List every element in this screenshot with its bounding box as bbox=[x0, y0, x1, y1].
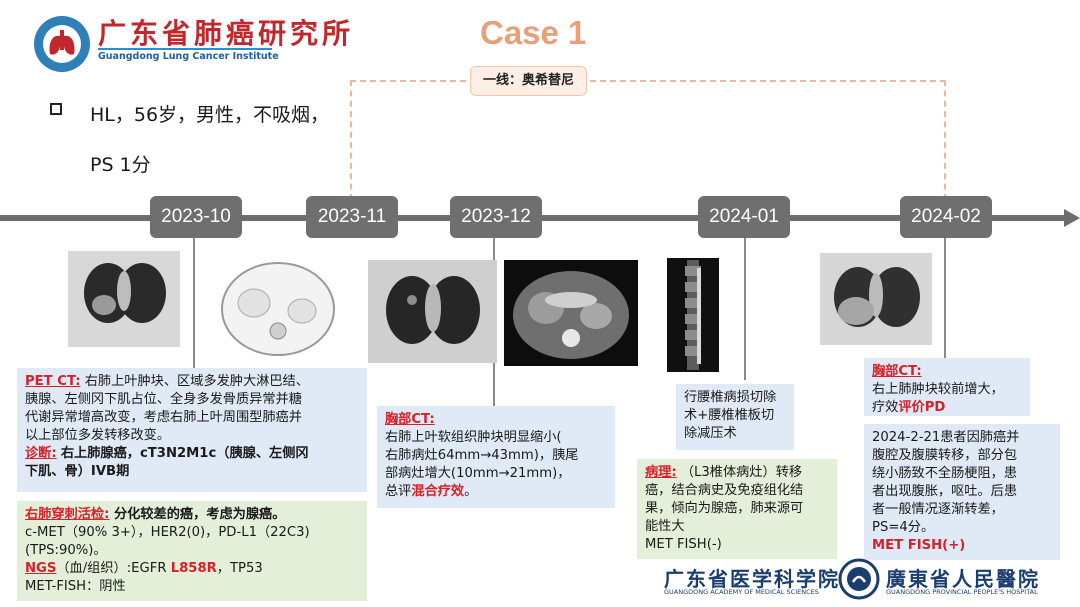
ct-chest-scan-2024-02 bbox=[820, 253, 932, 345]
institute-name-en: Guangdong Lung Cancer Institute bbox=[98, 51, 279, 62]
pet-ct-line-1: 胰腺、左侧冈下肌占位、全身多发骨质异常并糖 bbox=[25, 392, 302, 407]
mixed-response-label: 混合疗效 bbox=[411, 484, 465, 499]
biopsy-line-2: c-MET（90% 3+），HER2(0)，PD-L1（22C3) bbox=[25, 525, 310, 540]
pet-ct-label: PET CT: bbox=[25, 374, 81, 389]
case-title: Case 1 bbox=[480, 14, 587, 51]
chest-ct-2024-02-box: 胸部CT: 右上肺肿块较前增大， 疗效评价PD bbox=[864, 358, 1030, 416]
chest-ct-1-tail-prefix: 总评 bbox=[385, 484, 412, 499]
chest-ct-1-line-2: 部病灶增大(10mm→21mm)， bbox=[385, 466, 571, 481]
followup-line-1: 腹腔及腹膜转移，部分包 bbox=[872, 448, 1018, 463]
academy-name-cn: 广东省医学科学院 bbox=[664, 567, 840, 591]
diagnosis-text-1: 右上肺腺癌，cT3N2M1c（胰腺、左侧冈 bbox=[60, 446, 309, 461]
pathology-line-1: 果，倾向为腺癌，肺来源可 bbox=[645, 501, 804, 516]
pd-evaluation: 评价PD bbox=[898, 400, 946, 415]
pet-ct-line-0: 右肺上叶肿块、区域多发肿大淋巴结、 bbox=[84, 374, 309, 389]
date-2024-02: 2024-02 bbox=[900, 196, 992, 238]
followup-line-3: 者出现腹胀，呕吐。后患 bbox=[872, 484, 1018, 499]
followup-met-fish: MET FISH(+) bbox=[872, 538, 966, 553]
chest-ct-2-line-1: 右上肺肿块较前增大， bbox=[872, 382, 1004, 397]
chest-ct-label-2: 胸部CT: bbox=[872, 364, 922, 379]
ngs-text: （血/组织）:EGFR bbox=[56, 561, 171, 576]
pet-ct-abdomen-scan bbox=[214, 253, 342, 365]
lung-logo-icon bbox=[37, 19, 87, 69]
biopsy-line-3: (TPS:90%)。 bbox=[25, 543, 107, 558]
biopsy-findings-box: 右肺穿刺活检: 分化较差的癌，考虑为腺癌。 c-MET（90% 3+），HER2… bbox=[17, 501, 367, 601]
institute-name-cn: 广东省肺癌研究所 bbox=[98, 17, 355, 50]
diagnosis-text-2: 下肌、骨）IVB期 bbox=[25, 464, 130, 479]
academy-name-en: GUANGDONG ACADEMY OF MEDICAL SCIENCES bbox=[664, 588, 819, 596]
surgery-box: 行腰椎病损切除 术+腰椎椎板切 除减压术 bbox=[676, 384, 794, 450]
hospital-logo-icon bbox=[838, 558, 880, 600]
patient-info-line1: HL，56岁，男性，不吸烟， bbox=[90, 104, 330, 126]
checkbox-bullet-icon bbox=[50, 103, 62, 115]
patient-info-line2: PS 1分 bbox=[90, 154, 151, 176]
chest-ct-1-line-0: 右肺上叶软组织肿块明显缩小( bbox=[385, 430, 562, 445]
ct-chest-scan-2023-12 bbox=[368, 260, 497, 363]
pathology-label: 病理: bbox=[645, 465, 677, 480]
date-2023-12: 2023-12 bbox=[450, 196, 542, 238]
pathology-first: （L3椎体病灶）转移 bbox=[676, 465, 803, 480]
institute-logo bbox=[34, 16, 90, 72]
pet-ct-findings-box: PET CT: 右肺上叶肿块、区域多发肿大淋巴结、 胰腺、左侧冈下肌占位、全身多… bbox=[17, 368, 367, 492]
followup-line-4: 者一般情况逐渐转差， bbox=[872, 502, 1004, 517]
pathology-line-2: 能性大 bbox=[645, 519, 685, 534]
chest-ct-1-line-1: 右肺病灶64mm→43mm)，胰尾 bbox=[385, 448, 579, 463]
met-fish-result: MET-FISH：阴性 bbox=[25, 579, 126, 594]
connector-2024-01 bbox=[744, 238, 746, 380]
connector-2024-02 bbox=[944, 238, 946, 358]
hospital-name-en: GUANGDONG PROVINCIAL PEOPLE'S HOSPITAL bbox=[886, 588, 1038, 596]
chest-ct-1-tail-suffix: 。 bbox=[464, 484, 478, 499]
surgery-line-0: 行腰椎病损切除 bbox=[684, 390, 777, 405]
followup-line-2: 绕小肠致不全肠梗阻，患 bbox=[872, 466, 1018, 481]
pathology-box: 病理: （L3椎体病灶）转移 癌，结合病史及免疫组化结 果，倾向为腺癌，肺来源可… bbox=[637, 459, 837, 559]
followup-box: 2024-2-21患者因肺癌并 腹腔及腹膜转移，部分包 绕小肠致不全肠梗阻，患 … bbox=[864, 424, 1060, 560]
pathology-line-0: 癌，结合病史及免疫组化结 bbox=[645, 483, 804, 498]
pathology-met-fish: MET FISH(-) bbox=[645, 537, 722, 552]
timeline-arrow-icon bbox=[1064, 209, 1080, 227]
first-line-therapy-badge: 一线：奥希替尼 bbox=[470, 66, 588, 96]
surgery-line-2: 除减压术 bbox=[684, 426, 737, 441]
ngs-tail: ，TP53 bbox=[216, 561, 263, 576]
hospital-name-cn: 廣東省人民醫院 bbox=[886, 567, 1040, 591]
date-2023-11: 2023-11 bbox=[306, 196, 398, 238]
ct-abdomen-scan-2023-12 bbox=[504, 260, 638, 366]
date-2024-01: 2024-01 bbox=[698, 196, 790, 238]
biopsy-label: 右肺穿刺活检: bbox=[25, 507, 110, 522]
ngs-mutation: L858R bbox=[170, 561, 217, 576]
first-line-therapy-bracket bbox=[350, 80, 946, 200]
date-2023-10: 2023-10 bbox=[150, 196, 242, 238]
followup-line-0: 2024-2-21患者因肺癌并 bbox=[872, 430, 1020, 445]
followup-line-5: PS=4分。 bbox=[872, 520, 935, 535]
mri-spine-scan bbox=[667, 258, 719, 372]
ct-chest-scan-2023-10 bbox=[68, 251, 180, 347]
connector-2023-10 bbox=[193, 238, 195, 368]
pet-ct-line-2: 代谢异常增高改变，考虑右肺上叶周围型肺癌并 bbox=[25, 410, 302, 425]
ngs-label: NGS bbox=[25, 561, 57, 576]
diagnosis-label: 诊断: bbox=[25, 446, 57, 461]
surgery-line-1: 术+腰椎椎板切 bbox=[684, 408, 775, 423]
chest-ct-2023-12-box: 胸部CT: 右肺上叶软组织肿块明显缩小( 右肺病灶64mm→43mm)，胰尾 部… bbox=[377, 406, 615, 508]
biopsy-text: 分化较差的癌，考虑为腺癌。 bbox=[109, 507, 286, 522]
pet-ct-line-3: 以上部位多发转移改变。 bbox=[25, 428, 171, 443]
chest-ct-label-1: 胸部CT: bbox=[385, 412, 435, 427]
institute-divider bbox=[98, 48, 272, 50]
chest-ct-2-prefix: 疗效 bbox=[872, 400, 899, 415]
